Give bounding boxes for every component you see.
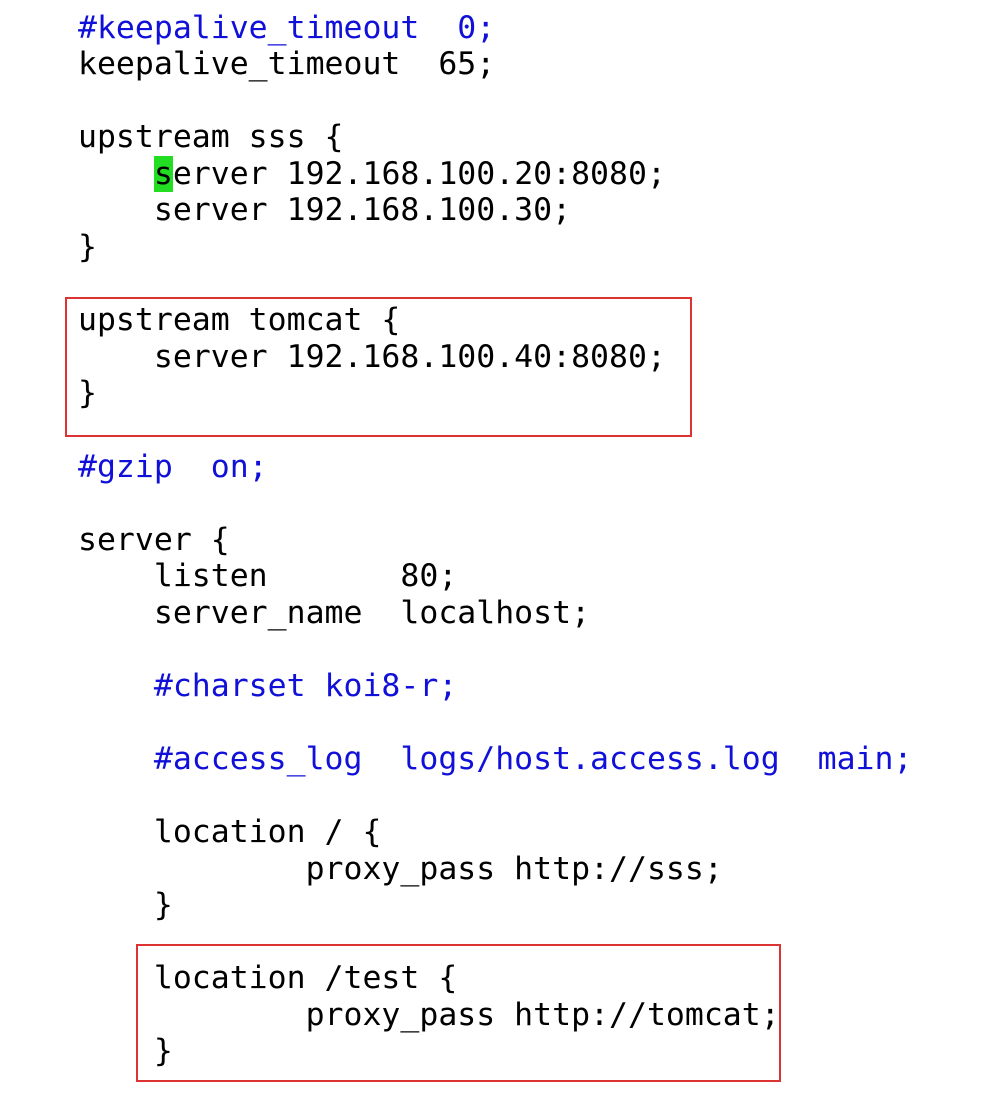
code-line-charset-comment: #charset koi8-r; (78, 668, 458, 704)
highlight-box-upstream-tomcat (65, 297, 692, 437)
text-cursor: s (153, 156, 173, 192)
code-line-server-block: server { (78, 522, 230, 558)
code-line-location-test: location /test { (78, 960, 458, 996)
code-line-close-tomcat: } (78, 375, 97, 411)
code-line-location-root: location / { (78, 814, 382, 850)
code-line-listen: listen 80; (78, 558, 458, 594)
code-line-proxy-pass-tomcat: proxy_pass http://tomcat; (78, 997, 780, 1033)
code-line-server-40: server 192.168.100.40:8080; (78, 339, 666, 375)
code-line-server-20-rest: erver 192.168.100.20:8080; (172, 156, 666, 192)
code-line-access-log-comment: #access_log logs/host.access.log main; (78, 741, 913, 777)
code-line-upstream-tomcat: upstream tomcat { (78, 302, 401, 338)
code-line-server-20: server 192.168.100.20:8080; (78, 156, 666, 192)
code-line-close-location-root: } (78, 887, 173, 923)
code-line-gzip-comment: #gzip on; (78, 449, 268, 485)
code-line-upstream-sss: upstream sss { (78, 119, 344, 155)
code-line-proxy-pass-sss: proxy_pass http://sss; (78, 851, 723, 887)
code-line-server-name: server_name localhost; (78, 595, 591, 631)
code-line-close-sss: } (78, 229, 97, 265)
code-line-keepalive-comment: #keepalive_timeout 0; (78, 10, 496, 46)
code-line-keepalive: keepalive_timeout 65; (78, 46, 496, 82)
code-line-close-location-test: } (78, 1033, 173, 1069)
code-line-server-30: server 192.168.100.30; (78, 192, 572, 228)
highlight-box-location-test (136, 944, 781, 1082)
